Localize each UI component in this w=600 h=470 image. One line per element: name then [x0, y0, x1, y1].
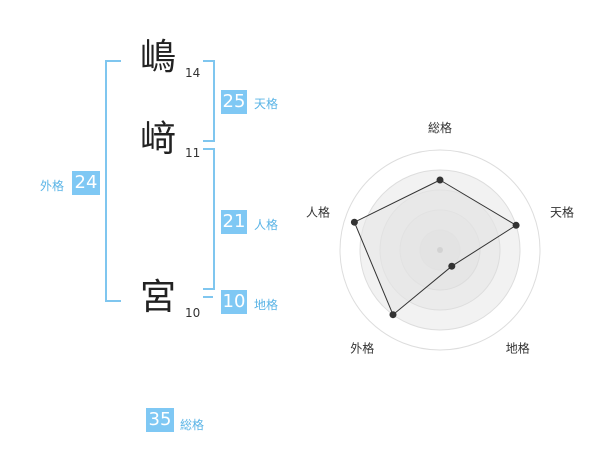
radar-point-3 [389, 311, 397, 319]
tenkaku-bracket [203, 60, 215, 142]
radar-axis-label-2: 地格 [506, 341, 530, 356]
tenkaku-label: 天格 [254, 97, 279, 111]
chikaku-label: 地格 [254, 298, 279, 312]
gaikaku-value: 24 [72, 171, 100, 195]
jinkaku-value: 21 [221, 210, 247, 234]
radar-point-2 [448, 262, 456, 270]
name-char-1-strokes: 14 [185, 66, 201, 80]
name-char-3: 宮 [140, 277, 177, 318]
radar-value-polygon [353, 179, 518, 316]
name-char-1: 嶋 [140, 37, 177, 78]
jinkaku-label: 人格 [254, 218, 279, 232]
radar-point-0 [436, 176, 444, 184]
radar-point-1 [512, 221, 520, 229]
radar-axis-label-3: 外格 [350, 341, 374, 356]
chikaku-bracket [203, 296, 213, 298]
name-char-2-strokes: 11 [185, 146, 201, 160]
radar-axis-label-4: 人格 [306, 204, 330, 219]
gaikaku-label: 外格 [40, 179, 65, 193]
tenkaku-value: 25 [221, 90, 247, 114]
soukaku-label: 総格 [180, 418, 205, 432]
radar-axis-label-1: 天格 [550, 204, 574, 219]
jinkaku-bracket [203, 148, 215, 290]
gaikaku-bracket [105, 60, 121, 302]
chikaku-value: 10 [221, 290, 247, 314]
name-char-3-strokes: 10 [185, 306, 201, 320]
radar-point-4 [350, 218, 358, 226]
soukaku-value: 35 [146, 408, 174, 432]
radar-axis-label-0: 総格 [428, 120, 452, 135]
name-char-2: 﨑 [140, 119, 177, 160]
